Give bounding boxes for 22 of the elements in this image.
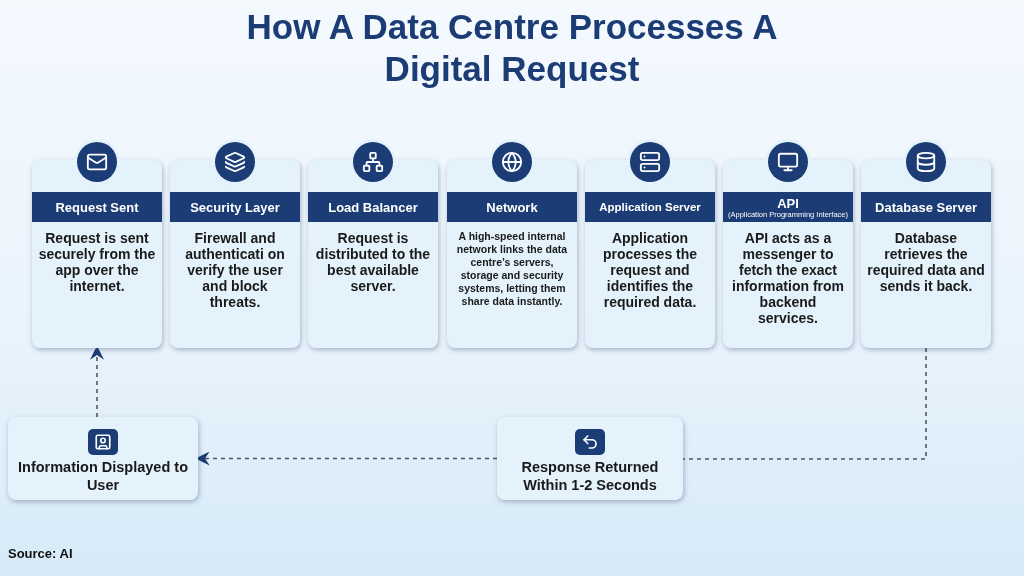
step-title: Database Server [875,199,977,215]
step-title: Request Sent [55,199,139,215]
info-box [8,417,198,500]
step-title: Load Balancer [328,199,418,215]
step-description: Firewall and authenticati on verify the user and block threats. [184,230,286,310]
step-title: Application Server [599,199,701,215]
title: How A Data Centre Processes A Digital Request [245,6,779,90]
step-description: API acts as a messenger to fetch the exact information from backend services. [731,230,845,326]
step-title: API [777,195,799,211]
box-label: Information Displayed to User [17,458,189,494]
step-title: Security Layer [190,199,280,215]
info-box [497,417,683,500]
source-note: Source: AI [8,546,73,561]
arrow [90,345,104,418]
step-description: Database retrieves the required data and sends it back. [866,230,986,294]
step-description: Request is distributed to the best available server. [314,230,432,294]
dashed-connector [682,347,927,460]
step-title: Network [486,199,538,215]
step-description: Request is sent securely from the app over the internet. [37,230,157,294]
step-description: A high-speed internal network links the data centre’s servers, storage and security systems, letting them share data instantly. [455,230,569,308]
box-label: Response Returned Within 1-2 Seconds [520,458,660,494]
step-description: Application processes the request and identifies the required data. [601,230,699,310]
